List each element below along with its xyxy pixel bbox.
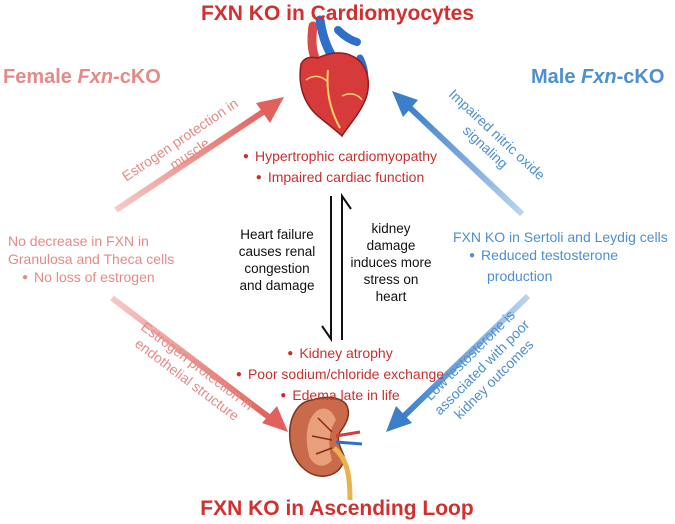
male-to-heart-arrow	[392, 91, 525, 217]
female-description: No decrease in FXN in Granulosa and Thec…	[8, 232, 198, 289]
female-bullet: ●No loss of estrogen	[22, 269, 155, 285]
female-title-prefix: Female	[3, 66, 78, 88]
top-title: FXN KO in Cardiomyocytes	[200, 2, 475, 25]
heart-effect-item: ●Impaired cardiac function	[255, 169, 425, 185]
kidney-to-heart-arrow	[341, 192, 352, 340]
female-to-heart-arrow	[114, 97, 284, 213]
female-title: Female Fxn-cKO	[3, 66, 161, 89]
kidney-effect-item: ●Kidney atrophy	[287, 345, 393, 361]
heart-to-kidney-text: Heart failure causes renal congestion an…	[238, 227, 316, 293]
male-bullet: ●Reduced testosterone	[469, 247, 619, 263]
kidney-effect-item: ●Poor sodium/chloride exchange	[235, 366, 445, 382]
bottom-title: FXN KO in Ascending Loop	[200, 497, 474, 520]
male-title-prefix: Male	[531, 66, 582, 88]
heart-organ-icon	[299, 15, 370, 138]
male-title-gene: Fxn	[581, 66, 617, 88]
female-title-gene: Fxn	[77, 66, 114, 88]
kidney-effect-item: ●Edema late in life	[280, 387, 400, 403]
heart-effect-item: ●Hypertrophic cardiomyopathy	[242, 148, 438, 164]
male-description: FXN KO in Sertoli and Leydig cells ●Redu…	[453, 228, 673, 285]
male-to-kidney-arrow	[386, 293, 531, 432]
kidney-to-heart-text: kidney damage induces more stress on hea…	[350, 221, 432, 304]
kidney-organ-icon	[288, 396, 363, 501]
male-title-suffix: -cKO	[616, 66, 665, 88]
heart-effects-list: ●Hypertrophic cardiomyopathy ●Impaired c…	[200, 147, 480, 189]
female-title-suffix: -cKO	[113, 66, 161, 88]
heart-to-kidney-arrow	[321, 196, 332, 343]
kidney-effects-list: ●Kidney atrophy ●Poor sodium/chloride ex…	[210, 344, 470, 407]
female-to-kidney-arrow	[110, 295, 288, 432]
male-title: Male Fxn-cKO	[531, 66, 664, 89]
